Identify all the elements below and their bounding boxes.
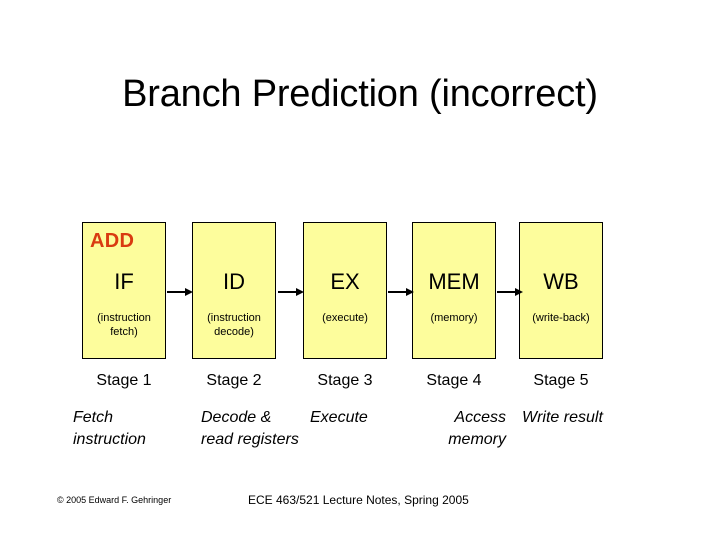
stage-sub-mem: (memory) xyxy=(430,312,478,324)
pipeline-stage-box-wb: WB (write-back) xyxy=(519,222,603,359)
stage-sub-id: (instruction decode) xyxy=(207,312,261,338)
arrow-shaft xyxy=(497,291,516,293)
stage-label-1: Stage 1 xyxy=(96,372,152,389)
arrow-head xyxy=(515,288,523,296)
arrow-right-icon-ex-to-mem xyxy=(388,288,414,297)
pipeline-stage-box-ex: EX (execute) xyxy=(303,222,387,359)
stage-abbr-wb: WB xyxy=(543,269,579,294)
stage-sub-ex: (execute) xyxy=(322,312,368,324)
arrow-shaft xyxy=(278,291,297,293)
stage-description-row: Fetch instruction Decode & read register… xyxy=(65,407,625,479)
arrow-right-icon-id-to-ex xyxy=(278,288,304,297)
page-title: Branch Prediction (incorrect) xyxy=(122,73,598,115)
stage-abbr-if: IF xyxy=(114,269,134,294)
arrow-head xyxy=(406,288,414,296)
stage-label-2: Stage 2 xyxy=(206,372,262,389)
stage-label-4: Stage 4 xyxy=(426,372,482,389)
instruction-tag-add: ADD xyxy=(90,230,135,252)
pipeline-diagram: ADD IF (instruction fetch) ID (instructi… xyxy=(82,222,604,361)
arrow-shaft xyxy=(388,291,407,293)
stage-label-3: Stage 3 xyxy=(317,372,373,389)
stage-sub-wb: (write-back) xyxy=(532,312,590,324)
stage-description-2: Decode & read registers xyxy=(201,409,299,448)
arrow-shaft xyxy=(167,291,186,293)
stage-description-1: Fetch instruction xyxy=(73,409,146,448)
stage-abbr-id: ID xyxy=(223,269,245,294)
arrow-head xyxy=(185,288,193,296)
stage-abbr-mem: MEM xyxy=(428,269,480,294)
arrow-right-icon-mem-to-wb xyxy=(497,288,523,297)
pipeline-stage-box-id: ID (instruction decode) xyxy=(192,222,276,359)
footer-course-info: ECE 463/521 Lecture Notes, Spring 2005 xyxy=(248,493,469,507)
footer-copyright: © 2005 Edward F. Gehringer xyxy=(57,495,172,505)
stage-label-5: Stage 5 xyxy=(533,372,589,389)
stage-sub-if: (instruction fetch) xyxy=(97,312,151,338)
stage-abbr-ex: EX xyxy=(330,269,360,294)
pipeline-stage-box-mem: MEM (memory) xyxy=(412,222,496,359)
stage-number-label-row: Stage 1 Stage 2 Stage 3 Stage 4 Stage 5 xyxy=(82,371,604,393)
stage-description-3: Execute xyxy=(310,409,368,426)
stage-description-4: Access memory xyxy=(448,409,506,448)
stage-description-5: Write result xyxy=(522,409,603,426)
arrow-right-icon-if-to-id xyxy=(167,288,193,297)
pipeline-stage-box-if: ADD IF (instruction fetch) xyxy=(82,222,166,359)
arrow-head xyxy=(296,288,304,296)
